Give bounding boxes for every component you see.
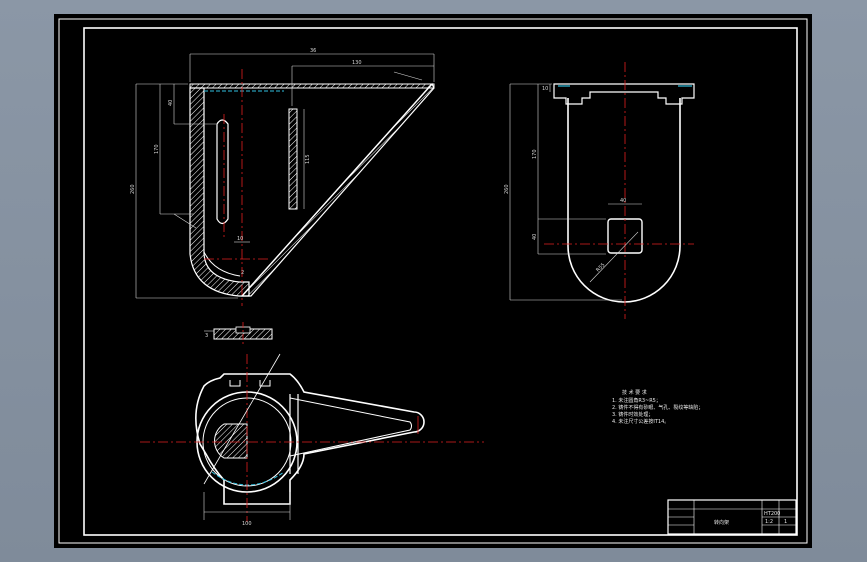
title-block-qty: 1 bbox=[784, 519, 787, 525]
dim-front-rib: 115 bbox=[305, 154, 311, 164]
notes-line-4: 4. 未注尺寸公差按IT14。 bbox=[612, 418, 669, 425]
dim-plan-left: 3 bbox=[205, 333, 208, 339]
outer-frame bbox=[58, 18, 808, 544]
notes-title: 技 术 要 求 bbox=[622, 389, 647, 396]
dim-front-left-a: 40 bbox=[168, 100, 174, 106]
technical-drawing: 36 130 40 170 260 115 10 2 3 10 17 bbox=[58, 18, 808, 544]
title-block-material: HT200 bbox=[764, 511, 780, 517]
detail-section: 3 bbox=[204, 322, 273, 344]
dim-front-two: 2 bbox=[241, 270, 244, 276]
title-block: 转向架 HT200 1:2 1 bbox=[667, 499, 797, 535]
plan-view: 100 bbox=[140, 353, 484, 527]
dim-plan-bottom: 100 bbox=[242, 521, 252, 527]
dim-front-top-inner: 130 bbox=[352, 60, 362, 66]
drawing-sheet: 36 130 40 170 260 115 10 2 3 10 17 bbox=[54, 14, 812, 548]
dim-side-top: 10 bbox=[542, 86, 548, 92]
dim-front-small: 10 bbox=[237, 236, 243, 242]
dim-side-square-h: 40 bbox=[532, 234, 538, 240]
dim-side-mid: 170 bbox=[532, 149, 538, 159]
side-view: 10 170 260 40 40 R55 bbox=[504, 62, 695, 319]
dim-front-left-overall: 260 bbox=[130, 184, 136, 194]
technical-notes: 技 术 要 求 1. 未注圆角R3~R5； 2. 铸件不得有砂眼、气孔、裂纹等缺… bbox=[612, 389, 703, 425]
dim-front-top-overall: 36 bbox=[310, 48, 316, 54]
inner-frame bbox=[83, 27, 798, 536]
dim-side-radius: R55 bbox=[595, 262, 606, 273]
dim-front-left-b: 170 bbox=[154, 144, 160, 154]
title-block-scale: 1:2 bbox=[765, 519, 773, 525]
notes-line-3: 3. 铸件时效处理； bbox=[612, 411, 653, 418]
dim-side-overall: 260 bbox=[504, 184, 510, 194]
dim-side-square: 40 bbox=[620, 198, 626, 204]
notes-line-2: 2. 铸件不得有砂眼、气孔、裂纹等缺陷； bbox=[612, 404, 703, 411]
title-block-part-name: 转向架 bbox=[714, 519, 729, 526]
front-section-view: 36 130 40 170 260 115 10 2 bbox=[130, 48, 435, 306]
notes-line-1: 1. 未注圆角R3~R5； bbox=[612, 397, 661, 404]
